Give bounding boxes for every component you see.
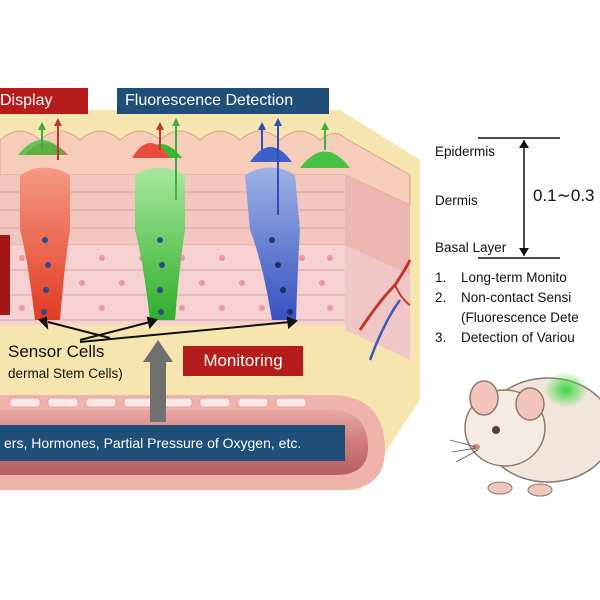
epidermis-label: Epidermis <box>435 144 496 159</box>
feature-item-2-cont: (Fluorescence Dete <box>461 310 579 325</box>
sensor-cells-subtitle: dermal Stem Cells) <box>8 366 123 381</box>
blood-vessel-label: ers, Hormones, Partial Pressure of Oxyge… <box>4 435 302 451</box>
feature-list: 1. Long-term Monito 2. Non-contact Sensi… <box>435 268 579 348</box>
red-dome <box>132 143 170 158</box>
display-banner: Display <box>0 88 88 114</box>
fluorescence-banner-label: Fluorescence Detection <box>125 92 294 109</box>
display-banner-label: Display <box>0 92 53 109</box>
mouse-illustration <box>449 372 600 497</box>
emission-arrows <box>38 118 329 215</box>
feature-item-3: 3. Detection of Variou <box>435 330 575 345</box>
blood-vessel <box>0 395 385 490</box>
blue-sensor-column <box>245 147 300 320</box>
left-red-bar <box>0 235 10 315</box>
monitoring-banner-label: Monitoring <box>203 351 283 370</box>
thickness-scale <box>478 137 560 259</box>
feature-item-1: 1. Long-term Monito <box>435 270 567 285</box>
basal-layer-label: Basal Layer <box>435 240 507 255</box>
sensor-pointer-arrows <box>38 316 298 343</box>
upward-gray-arrow <box>143 340 173 422</box>
dermis-label: Dermis <box>435 193 478 208</box>
green-dome-right <box>300 151 350 168</box>
monitoring-banner: Monitoring <box>183 346 303 376</box>
thickness-label: 0.1∼0.3 <box>533 186 595 205</box>
feature-item-2: 2. Non-contact Sensi <box>435 290 572 305</box>
sensor-cells-title: Sensor Cells <box>8 342 105 361</box>
fluorescence-banner: Fluorescence Detection <box>117 88 329 114</box>
